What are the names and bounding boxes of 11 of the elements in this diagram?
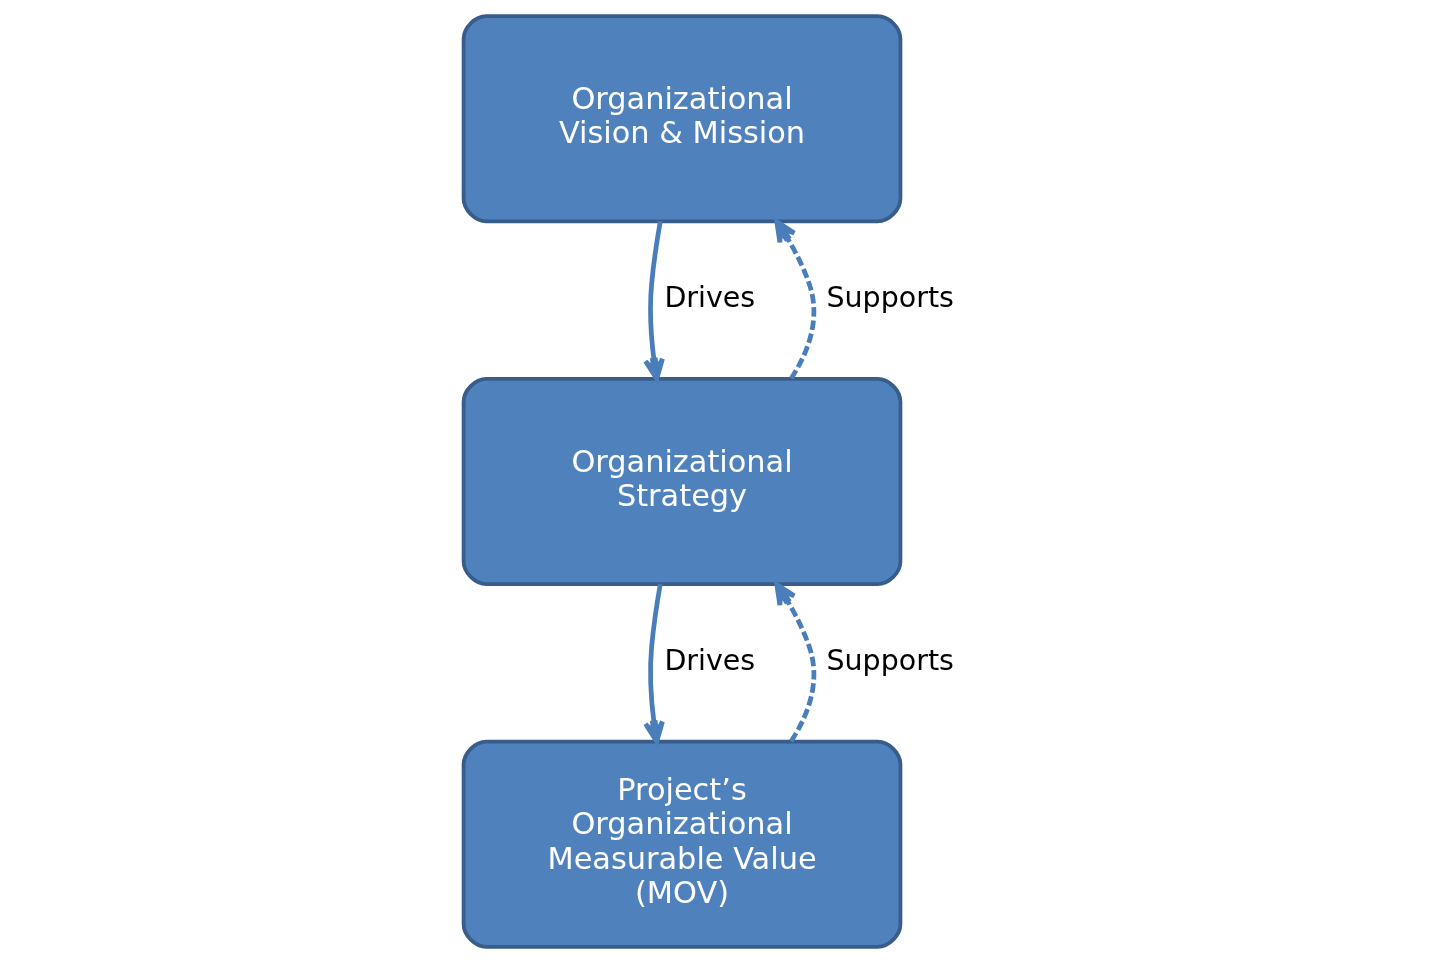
arrow [642,583,665,744]
edge-label: Supports [826,280,954,314]
edge-label: Drives [663,643,755,677]
node-box: Project’s Organizational Measurable Value (MOV) [461,739,902,949]
node-box: Organizational Vision & Mission [461,14,902,224]
node-box: Organizational Strategy [461,377,902,586]
edge-label: Drives [663,280,755,314]
arrow [773,582,816,743]
edge-label: Supports [826,643,954,677]
arrow [642,220,665,382]
arrow [773,219,816,380]
